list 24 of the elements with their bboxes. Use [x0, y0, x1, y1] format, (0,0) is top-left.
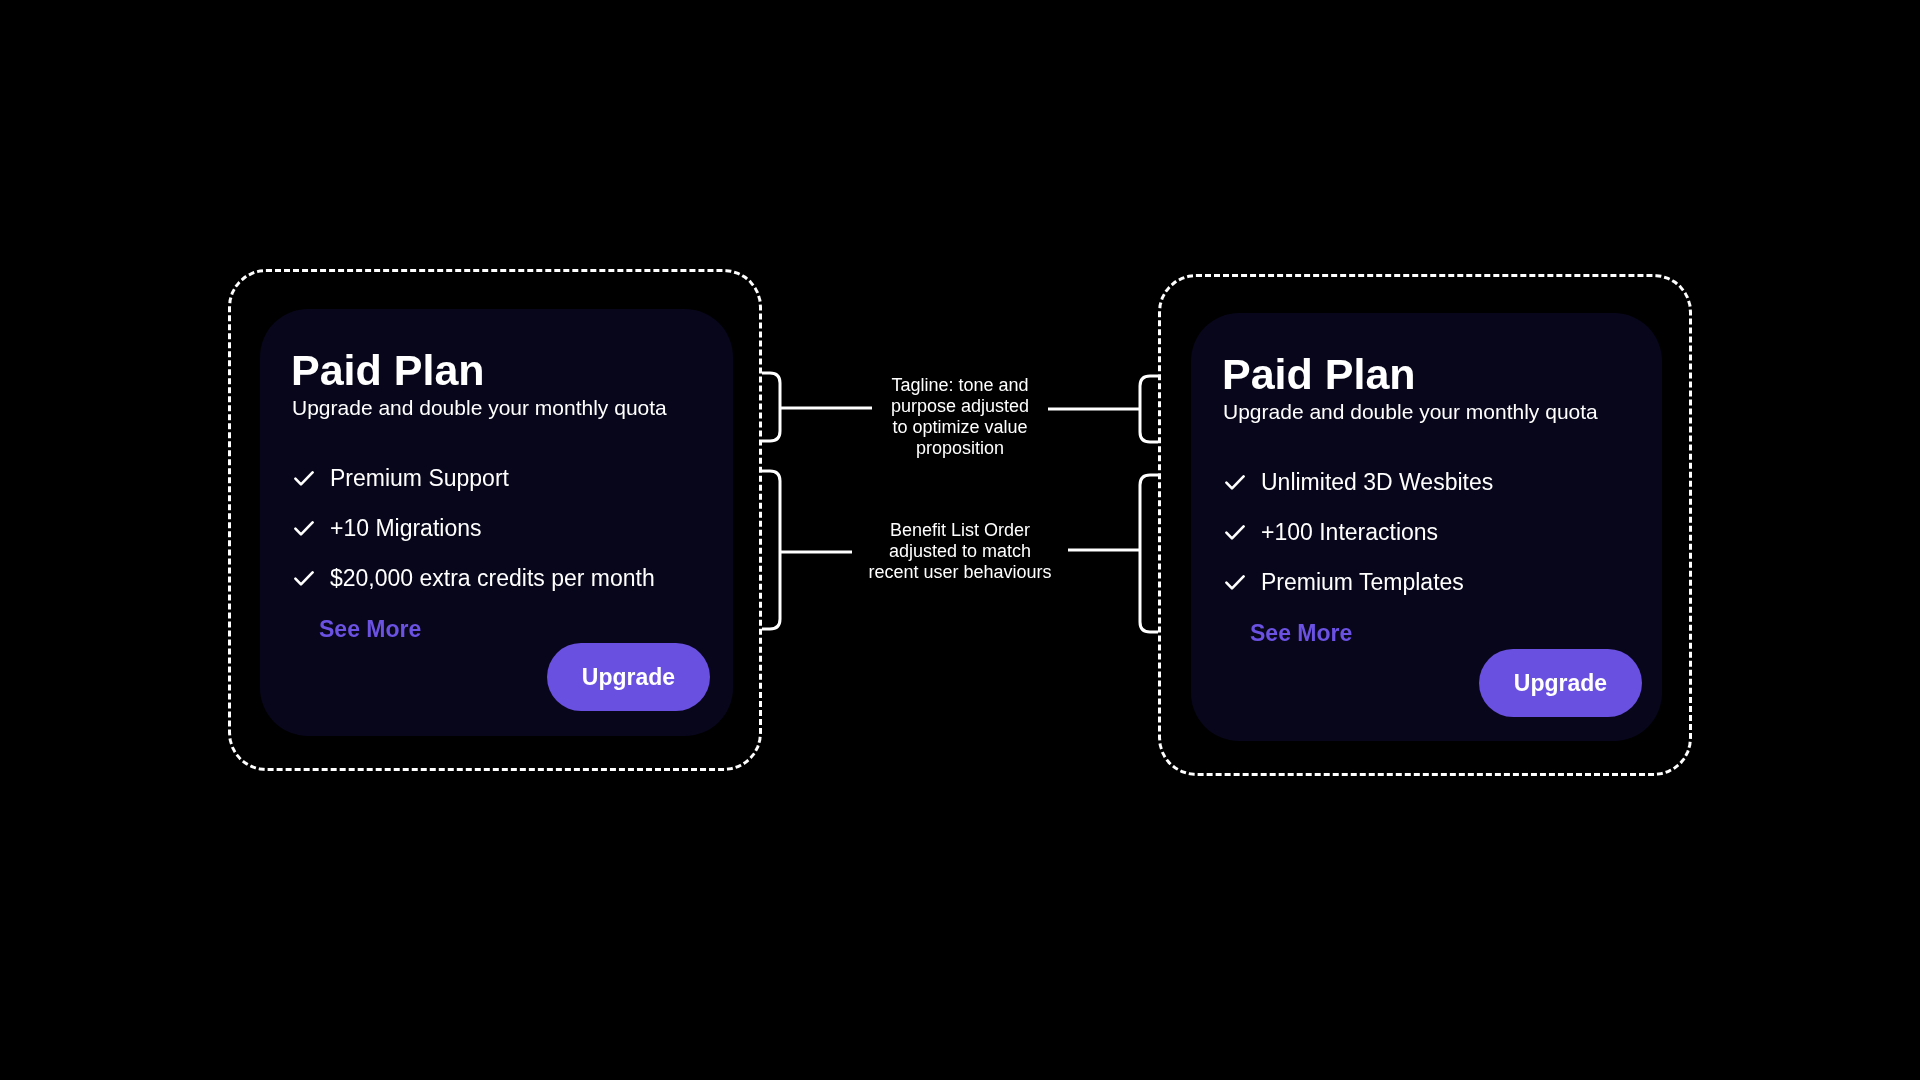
benefit-item: Unlimited 3D Wesbites	[1261, 468, 1494, 496]
benefit-item: $20,000 extra credits per month	[330, 564, 655, 592]
pricing-card	[1191, 313, 1662, 741]
benefit-item: Premium Templates	[1261, 568, 1464, 596]
see-more-link: See More	[319, 615, 422, 643]
bracket-connector	[760, 371, 874, 443]
plan-title: Paid Plan	[1222, 352, 1416, 396]
pricing-card	[260, 309, 733, 736]
annotation-note: Tagline: tone and purpose adjusted to optimize value proposition	[872, 375, 1048, 459]
bracket-connector	[760, 469, 854, 631]
dashed-frame	[228, 269, 762, 771]
plan-tagline: Upgrade and double your monthly quota	[292, 396, 667, 420]
dashed-frame	[1158, 274, 1692, 776]
annotation-note: Benefit List Order adjusted to match recent user behaviours	[852, 520, 1068, 583]
bracket-connector	[1066, 473, 1160, 634]
see-more-link: See More	[1250, 619, 1353, 647]
upgrade-button: Upgrade	[547, 643, 710, 711]
benefit-item: +100 Interactions	[1261, 518, 1439, 546]
upgrade-button: Upgrade	[1479, 649, 1642, 717]
benefit-item: Premium Support	[330, 464, 509, 492]
benefit-item: +10 Migrations	[330, 514, 482, 542]
plan-title: Paid Plan	[291, 348, 485, 392]
plan-tagline: Upgrade and double your monthly quota	[1223, 400, 1598, 424]
bracket-connector	[1046, 374, 1160, 444]
